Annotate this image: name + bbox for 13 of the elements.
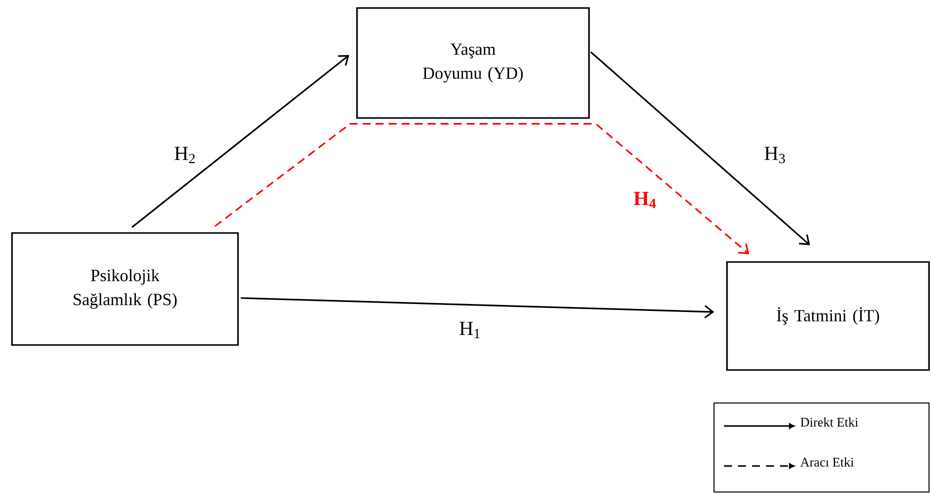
legend-text: Aracı Etki [800,457,854,467]
legend-text: Direkt Etki [800,417,858,427]
edge-label: H$_{1}$ [458,320,482,340]
arrow [214,123,750,254]
arrow [590,51,810,246]
arrow [132,55,350,228]
process-box: Psikolojik Sağlamlık (PS) [11,232,239,346]
process-box: İş Tatmini (İT) [726,261,930,371]
process-box: Yaşam Doyumu (YD) [356,7,590,119]
arrow [240,297,714,318]
edge-label: H$_{2}$ [173,146,197,164]
edge-label: H$_{3}$ [763,146,787,164]
edge-label: H$_{4}$ [632,190,658,210]
